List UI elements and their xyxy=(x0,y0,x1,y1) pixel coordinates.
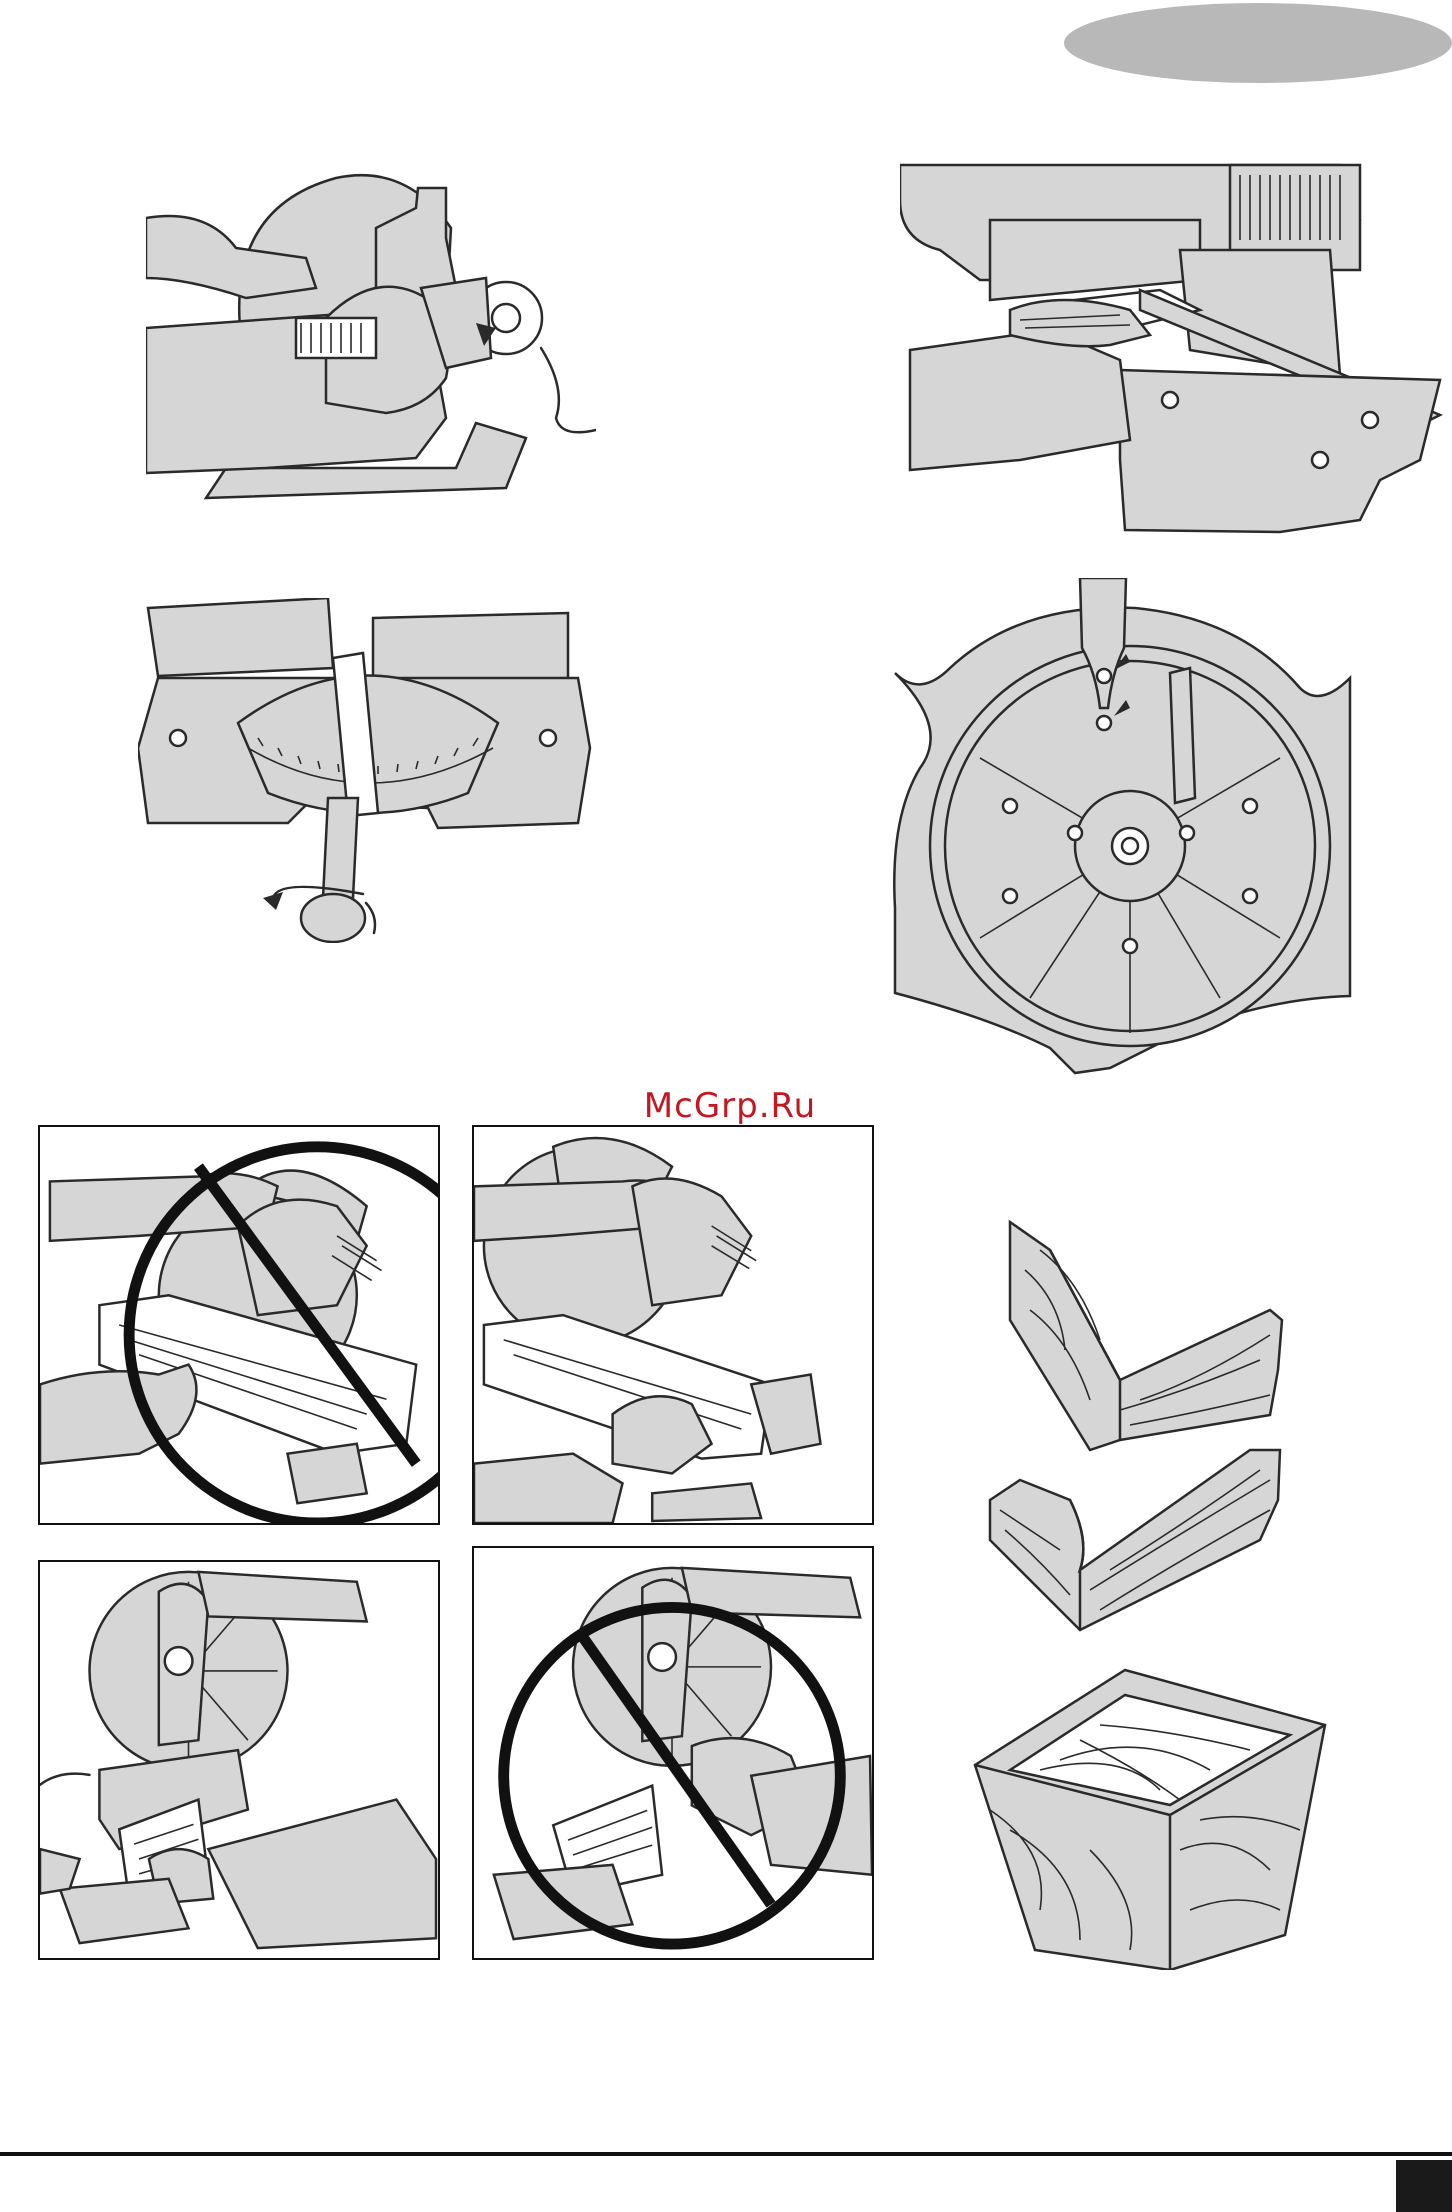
correct-bevel-illustration xyxy=(38,1560,440,1960)
saw-blade-flange-illustration xyxy=(890,578,1352,1078)
page-number-tab xyxy=(1396,2160,1452,2212)
miter-table-knob-illustration xyxy=(138,598,598,943)
prohibited-cut-illustration xyxy=(38,1125,440,1525)
footer-rule xyxy=(0,2152,1452,2156)
fence-square-illustration xyxy=(900,160,1450,542)
prohibited-bevel-illustration xyxy=(472,1546,874,1960)
language-tab xyxy=(1064,3,1452,83)
correct-cut-illustration xyxy=(472,1125,874,1525)
saw-blade-guard-illustration xyxy=(146,168,596,546)
watermark-text: McGrp.Ru xyxy=(610,1086,850,1126)
miter-joint-illustration xyxy=(970,1210,1330,1970)
